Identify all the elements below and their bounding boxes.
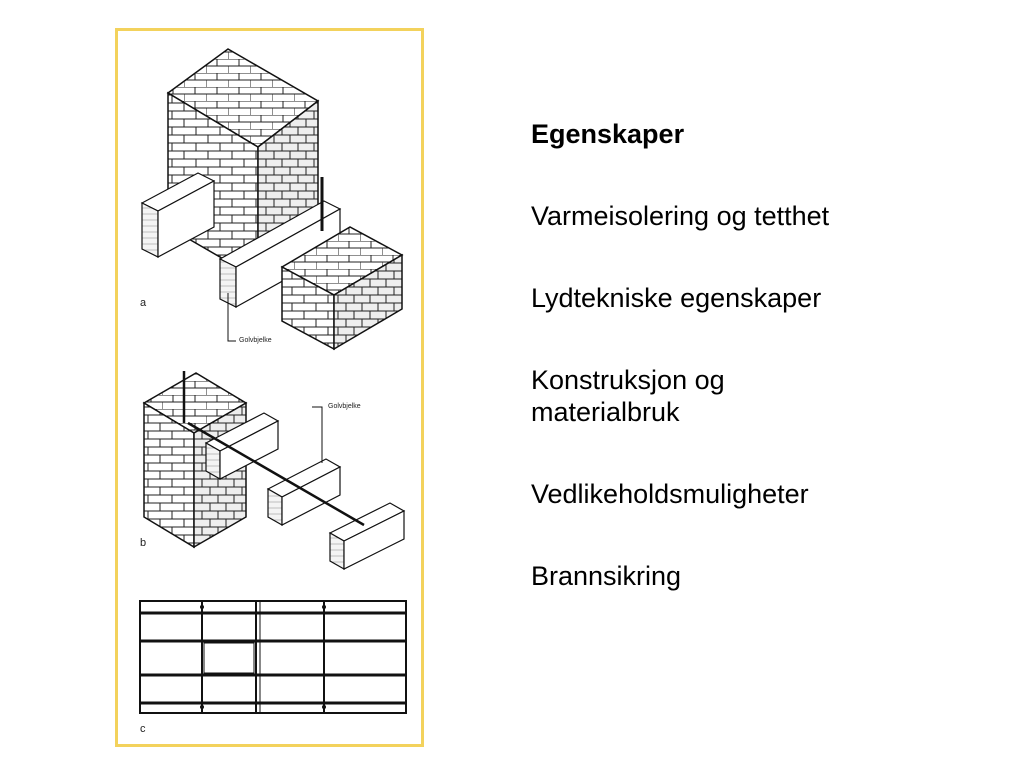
list-item-thermal-insulation: Varmeisolering og tetthet (531, 201, 830, 231)
figure-label-c: c (140, 723, 146, 735)
figure-label-b: b (140, 537, 147, 549)
list-item-acoustic-properties: Lydtekniske egenskaper (531, 283, 822, 313)
figure-c-drawing (139, 600, 407, 714)
figure-a-drawing (140, 48, 404, 351)
properties-heading: Egenskaper (531, 119, 685, 149)
callout-golvbjelke-b: Golvbjelke (328, 403, 361, 410)
figure-b-drawing (142, 371, 406, 571)
figure-label-a: a (140, 297, 147, 309)
properties-list: Egenskaper Varmeisolering og tetthet Lyd… (531, 118, 1001, 642)
list-item-fire-safety: Brannsikring (531, 561, 682, 591)
brick-wall-drawing (139, 48, 407, 714)
callout-golvbjelke-a: Golvbjelke (239, 337, 272, 344)
list-item-maintenance: Vedlikeholdsmuligheter (531, 479, 809, 509)
list-item-construction-materials: Konstruksjon og materialbruk (531, 364, 1001, 428)
list-item-construction-line-2: materialbruk (531, 397, 680, 427)
construction-figure: a Golvbjelke b Golvbjelke c (115, 28, 424, 747)
list-item-construction-line-1: Konstruksjon og (531, 365, 725, 395)
